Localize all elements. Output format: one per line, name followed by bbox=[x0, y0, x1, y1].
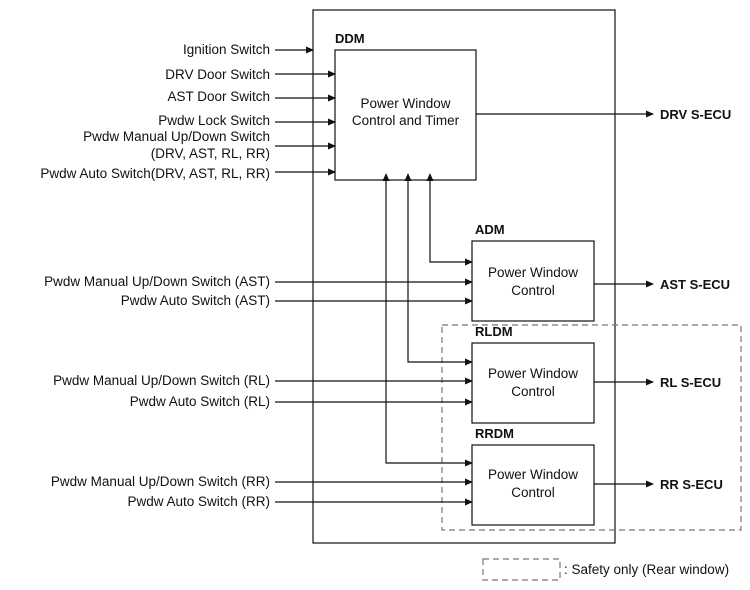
input-adm-auto-switch: Pwdw Auto Switch (AST) bbox=[121, 293, 270, 308]
adm-box bbox=[471, 240, 595, 322]
link-ddm-rrdm bbox=[382, 173, 473, 467]
ddm-label-line1: Power Window bbox=[360, 96, 450, 111]
input-rldm-auto-switch: Pwdw Auto Switch (RL) bbox=[130, 394, 270, 409]
input-rrdm-auto-switch: Pwdw Auto Switch (RR) bbox=[127, 494, 270, 509]
input-ignition-switch: Ignition Switch bbox=[183, 42, 270, 57]
input-pwdw-manual-switch: Pwdw Manual Up/Down Switch bbox=[83, 129, 270, 144]
link-ddm-rldm bbox=[404, 173, 473, 366]
ddm-box bbox=[334, 49, 477, 181]
rrdm-title: RRDM bbox=[475, 426, 514, 441]
input-ast-door-switch: AST Door Switch bbox=[167, 89, 270, 104]
link-ddm-adm bbox=[426, 173, 473, 266]
input-rrdm-manual-switch: Pwdw Manual Up/Down Switch (RR) bbox=[51, 474, 270, 489]
output-rl-s-ecu: RL S-ECU bbox=[660, 375, 721, 390]
ddm-title: DDM bbox=[335, 31, 365, 46]
output-drv-s-ecu: DRV S-ECU bbox=[660, 107, 731, 122]
input-adm-manual-switch: Pwdw Manual Up/Down Switch (AST) bbox=[44, 274, 270, 289]
legend-text: : Safety only (Rear window) bbox=[564, 562, 729, 577]
rldm-label-line1: Power Window bbox=[488, 366, 578, 381]
output-rr-s-ecu: RR S-ECU bbox=[660, 477, 723, 492]
rrdm-label-line2: Control bbox=[511, 485, 555, 500]
rldm-title: RLDM bbox=[475, 324, 513, 339]
input-pwdw-manual-switch-scope: (DRV, AST, RL, RR) bbox=[151, 146, 270, 161]
rldm-box bbox=[471, 342, 595, 424]
rrdm-label-line1: Power Window bbox=[488, 467, 578, 482]
input-drv-door-switch: DRV Door Switch bbox=[165, 67, 270, 82]
adm-label-line1: Power Window bbox=[488, 265, 578, 280]
system-enclosure bbox=[312, 9, 616, 544]
legend-dashed-swatch bbox=[482, 558, 561, 581]
input-pwdw-lock-switch: Pwdw Lock Switch bbox=[158, 113, 270, 128]
input-rldm-manual-switch: Pwdw Manual Up/Down Switch (RL) bbox=[53, 373, 270, 388]
input-pwdw-auto-switch: Pwdw Auto Switch(DRV, AST, RL, RR) bbox=[40, 166, 270, 181]
adm-title: ADM bbox=[475, 222, 505, 237]
output-ast-s-ecu: AST S-ECU bbox=[660, 277, 730, 292]
rldm-label-line2: Control bbox=[511, 384, 555, 399]
ddm-label-line2: Control and Timer bbox=[352, 113, 460, 128]
adm-label-line2: Control bbox=[511, 283, 555, 298]
